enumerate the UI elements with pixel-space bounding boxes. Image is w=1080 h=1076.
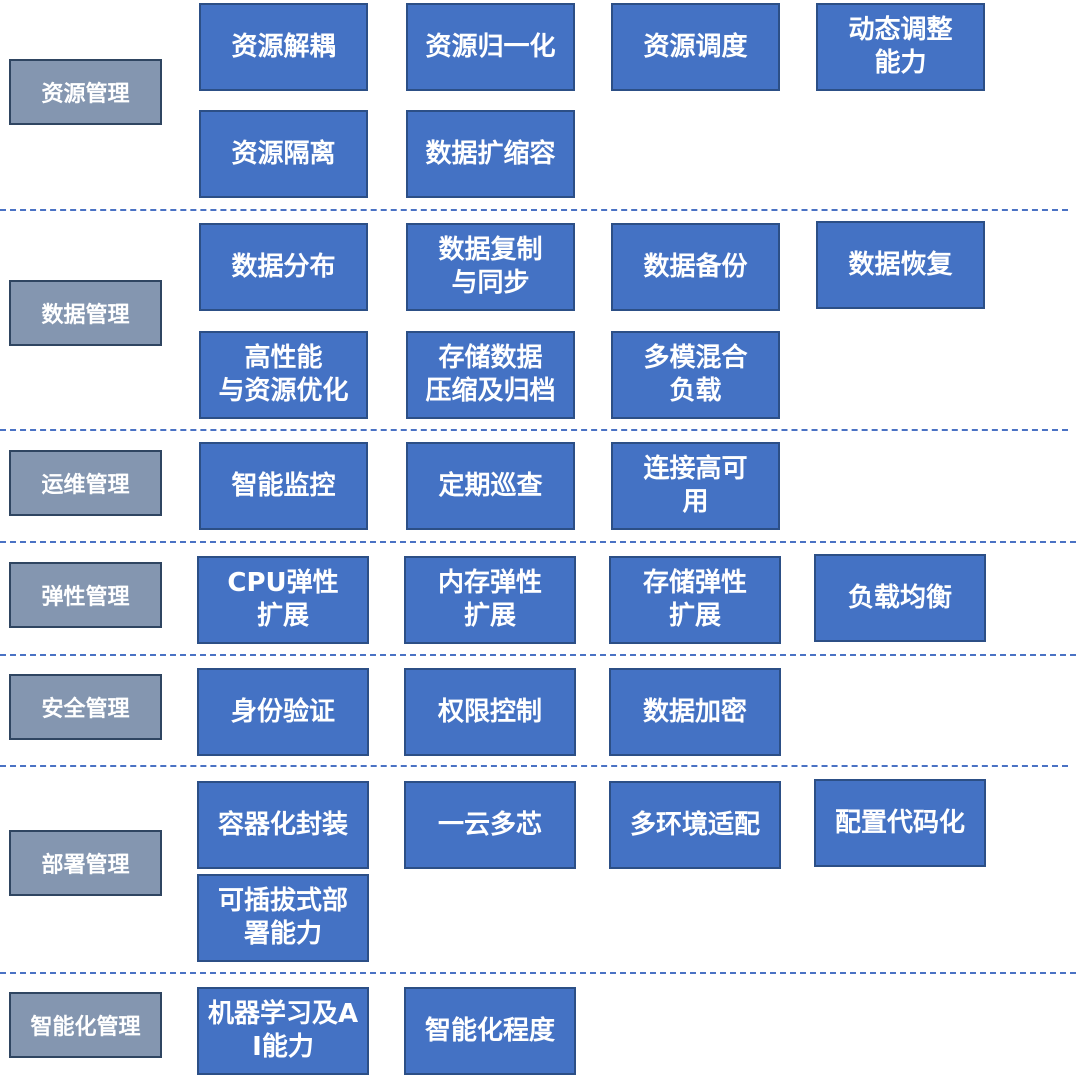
category-elastic-label: 弹性管理 — [9, 562, 162, 628]
capability-box: 数据恢复 — [816, 221, 985, 309]
capability-box: 连接高可用 — [611, 442, 780, 530]
capability-box: 数据加密 — [609, 668, 781, 756]
capability-box: 内存弹性扩展 — [404, 556, 576, 644]
category-intelligent-label: 智能化管理 — [9, 992, 162, 1058]
capability-box: 资源隔离 — [199, 110, 368, 198]
capability-box: 资源解耦 — [199, 3, 368, 91]
capability-box: 数据分布 — [199, 223, 368, 311]
capability-box: CPU弹性扩展 — [197, 556, 369, 644]
category-data-label: 数据管理 — [9, 280, 162, 346]
section-divider — [0, 541, 1076, 543]
capability-box: 资源归一化 — [406, 3, 575, 91]
capability-box: 高性能与资源优化 — [199, 331, 368, 419]
capability-box: 配置代码化 — [814, 779, 986, 867]
capability-box: 定期巡查 — [406, 442, 575, 530]
section-divider — [0, 765, 1068, 767]
capability-box: 多环境适配 — [609, 781, 781, 869]
capability-box: 存储弹性扩展 — [609, 556, 781, 644]
category-security-label: 安全管理 — [9, 674, 162, 740]
category-deploy-label: 部署管理 — [9, 830, 162, 896]
section-divider — [0, 972, 1076, 974]
capability-box: 动态调整能力 — [816, 3, 985, 91]
capability-box: 数据备份 — [611, 223, 780, 311]
capability-box: 可插拔式部署能力 — [197, 874, 369, 962]
capability-box: 权限控制 — [404, 668, 576, 756]
section-divider — [0, 429, 1068, 431]
capability-box: 负载均衡 — [814, 554, 986, 642]
capability-box: 一云多芯 — [404, 781, 576, 869]
section-divider — [0, 209, 1068, 211]
capability-box: 容器化封装 — [197, 781, 369, 869]
section-divider — [0, 654, 1076, 656]
capability-box: 数据复制与同步 — [406, 223, 575, 311]
capability-box: 存储数据压缩及归档 — [406, 331, 575, 419]
category-ops-label: 运维管理 — [9, 450, 162, 516]
capability-box: 智能监控 — [199, 442, 368, 530]
capability-box: 资源调度 — [611, 3, 780, 91]
capability-box: 数据扩缩容 — [406, 110, 575, 198]
capability-box: 身份验证 — [197, 668, 369, 756]
capability-box: 多模混合负载 — [611, 331, 780, 419]
category-resource-label: 资源管理 — [9, 59, 162, 125]
capability-box: 智能化程度 — [404, 987, 576, 1075]
